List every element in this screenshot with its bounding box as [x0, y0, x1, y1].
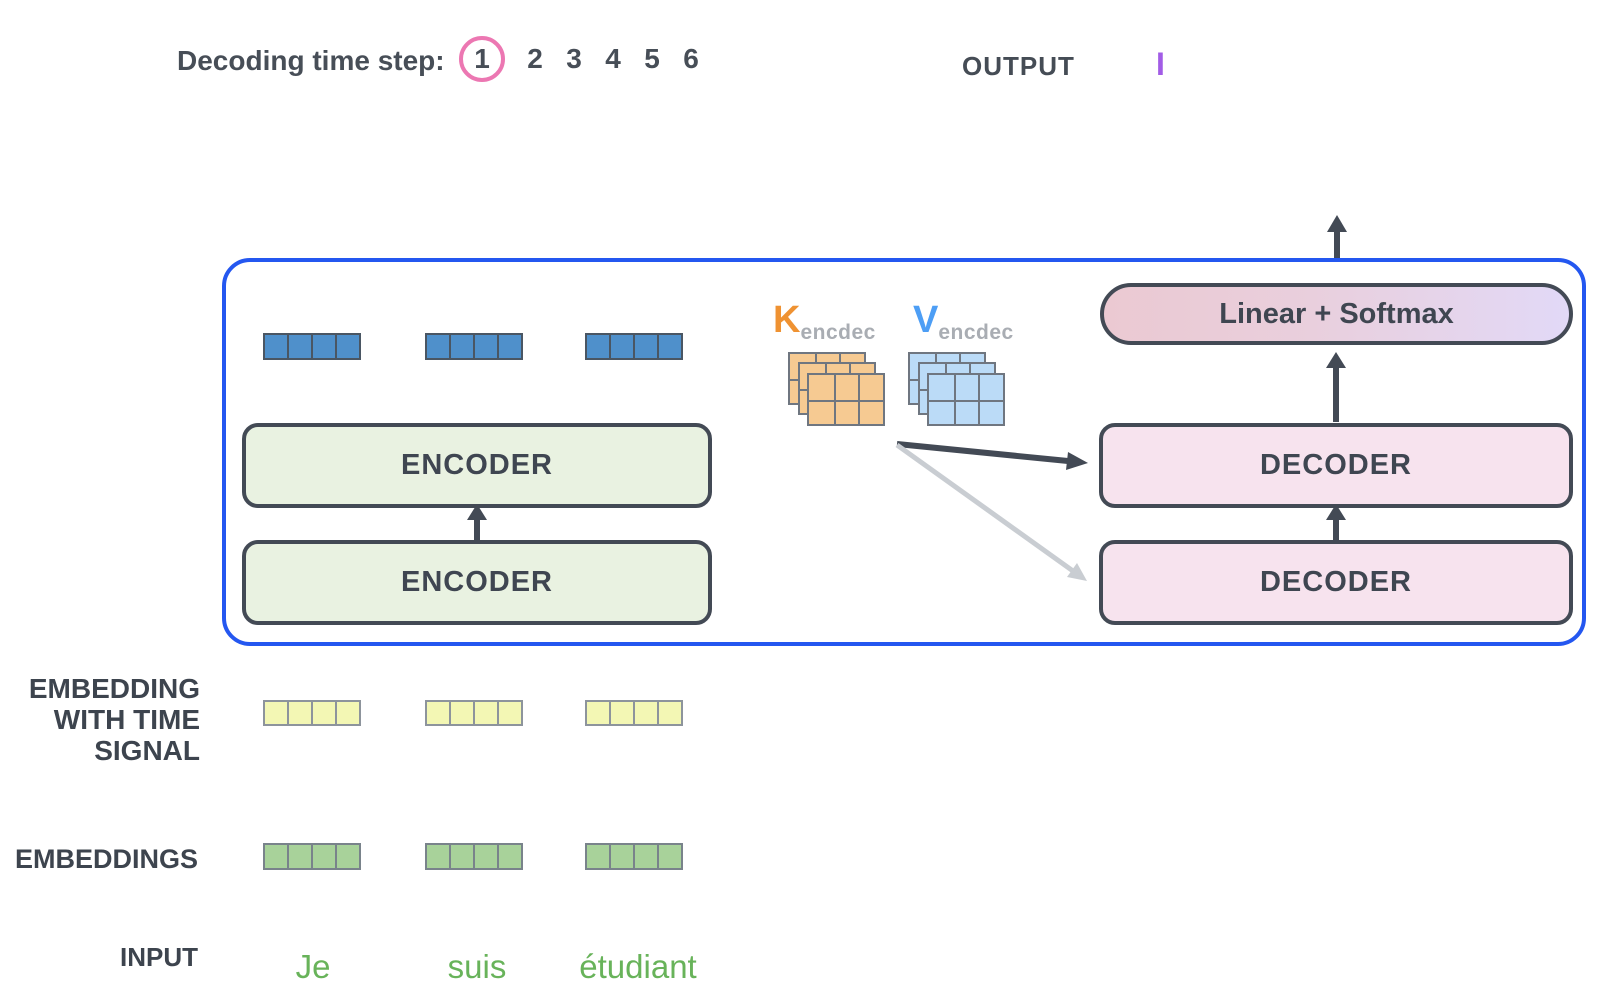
- encoder-output-vector-2: [425, 333, 523, 360]
- encoder-top-label: ENCODER: [400, 449, 553, 481]
- input-token-suis: suis: [447, 948, 507, 985]
- encoder-bottom-box: ENCODER: [242, 540, 712, 625]
- embedding-vector-1: [263, 843, 361, 870]
- input-token-etudiant: étudiant: [579, 948, 697, 985]
- encoder-top-box: ENCODER: [242, 423, 712, 508]
- k-encdec-label: Kencdec: [773, 299, 876, 345]
- time-step-5[interactable]: 5: [644, 43, 660, 74]
- encoder-output-vector-3: [585, 333, 683, 360]
- decoder-bottom-box: DECODER: [1099, 540, 1573, 625]
- v-matrix-layer-front: [927, 373, 1005, 426]
- label-embeddings: EMBEDDINGS: [14, 844, 198, 874]
- time-step-6[interactable]: 6: [683, 43, 699, 74]
- time-step-3[interactable]: 3: [566, 43, 582, 74]
- active-step-ring[interactable]: 1: [459, 36, 505, 82]
- label-embedding-with-time-signal: EMBEDDING WITH TIME SIGNAL: [28, 673, 200, 766]
- v-encdec-label: Vencdec: [913, 299, 1014, 345]
- embedding-vector-2: [425, 843, 523, 870]
- time-signal-vector-3: [585, 700, 683, 726]
- encoder-output-vector-1: [263, 333, 361, 360]
- linear-softmax-label: Linear + Softmax: [1219, 297, 1454, 330]
- encoder-decoder-frame: [222, 258, 1586, 646]
- time-signal-vector-2: [425, 700, 523, 726]
- label-input: INPUT: [120, 942, 198, 972]
- time-signal-vector-1: [263, 700, 361, 726]
- decoder-bottom-label: DECODER: [1259, 566, 1412, 598]
- v-subscript: encdec: [938, 321, 1014, 344]
- k-symbol: K: [773, 299, 801, 341]
- output-token: I: [1156, 46, 1165, 82]
- time-step-4[interactable]: 4: [605, 43, 621, 74]
- arrow-softmax-output: [1327, 215, 1347, 258]
- output-label: OUTPUT: [962, 51, 1075, 81]
- decoder-top-box: DECODER: [1099, 423, 1573, 508]
- input-token-je: Je: [295, 948, 331, 985]
- decoder-top-label: DECODER: [1259, 449, 1412, 481]
- time-step-2[interactable]: 2: [527, 43, 543, 74]
- encoder-bottom-label: ENCODER: [400, 566, 553, 598]
- time-step-1[interactable]: 1: [474, 43, 490, 74]
- embedding-vector-3: [585, 843, 683, 870]
- v-symbol: V: [913, 299, 939, 341]
- linear-softmax-box: Linear + Softmax: [1100, 283, 1573, 345]
- k-matrix-layer-front: [807, 373, 885, 426]
- decoding-time-step-label: Decoding time step:: [177, 45, 445, 76]
- k-subscript: encdec: [800, 321, 876, 344]
- time-step-list: 1 2 3 4 5 6: [459, 34, 700, 84]
